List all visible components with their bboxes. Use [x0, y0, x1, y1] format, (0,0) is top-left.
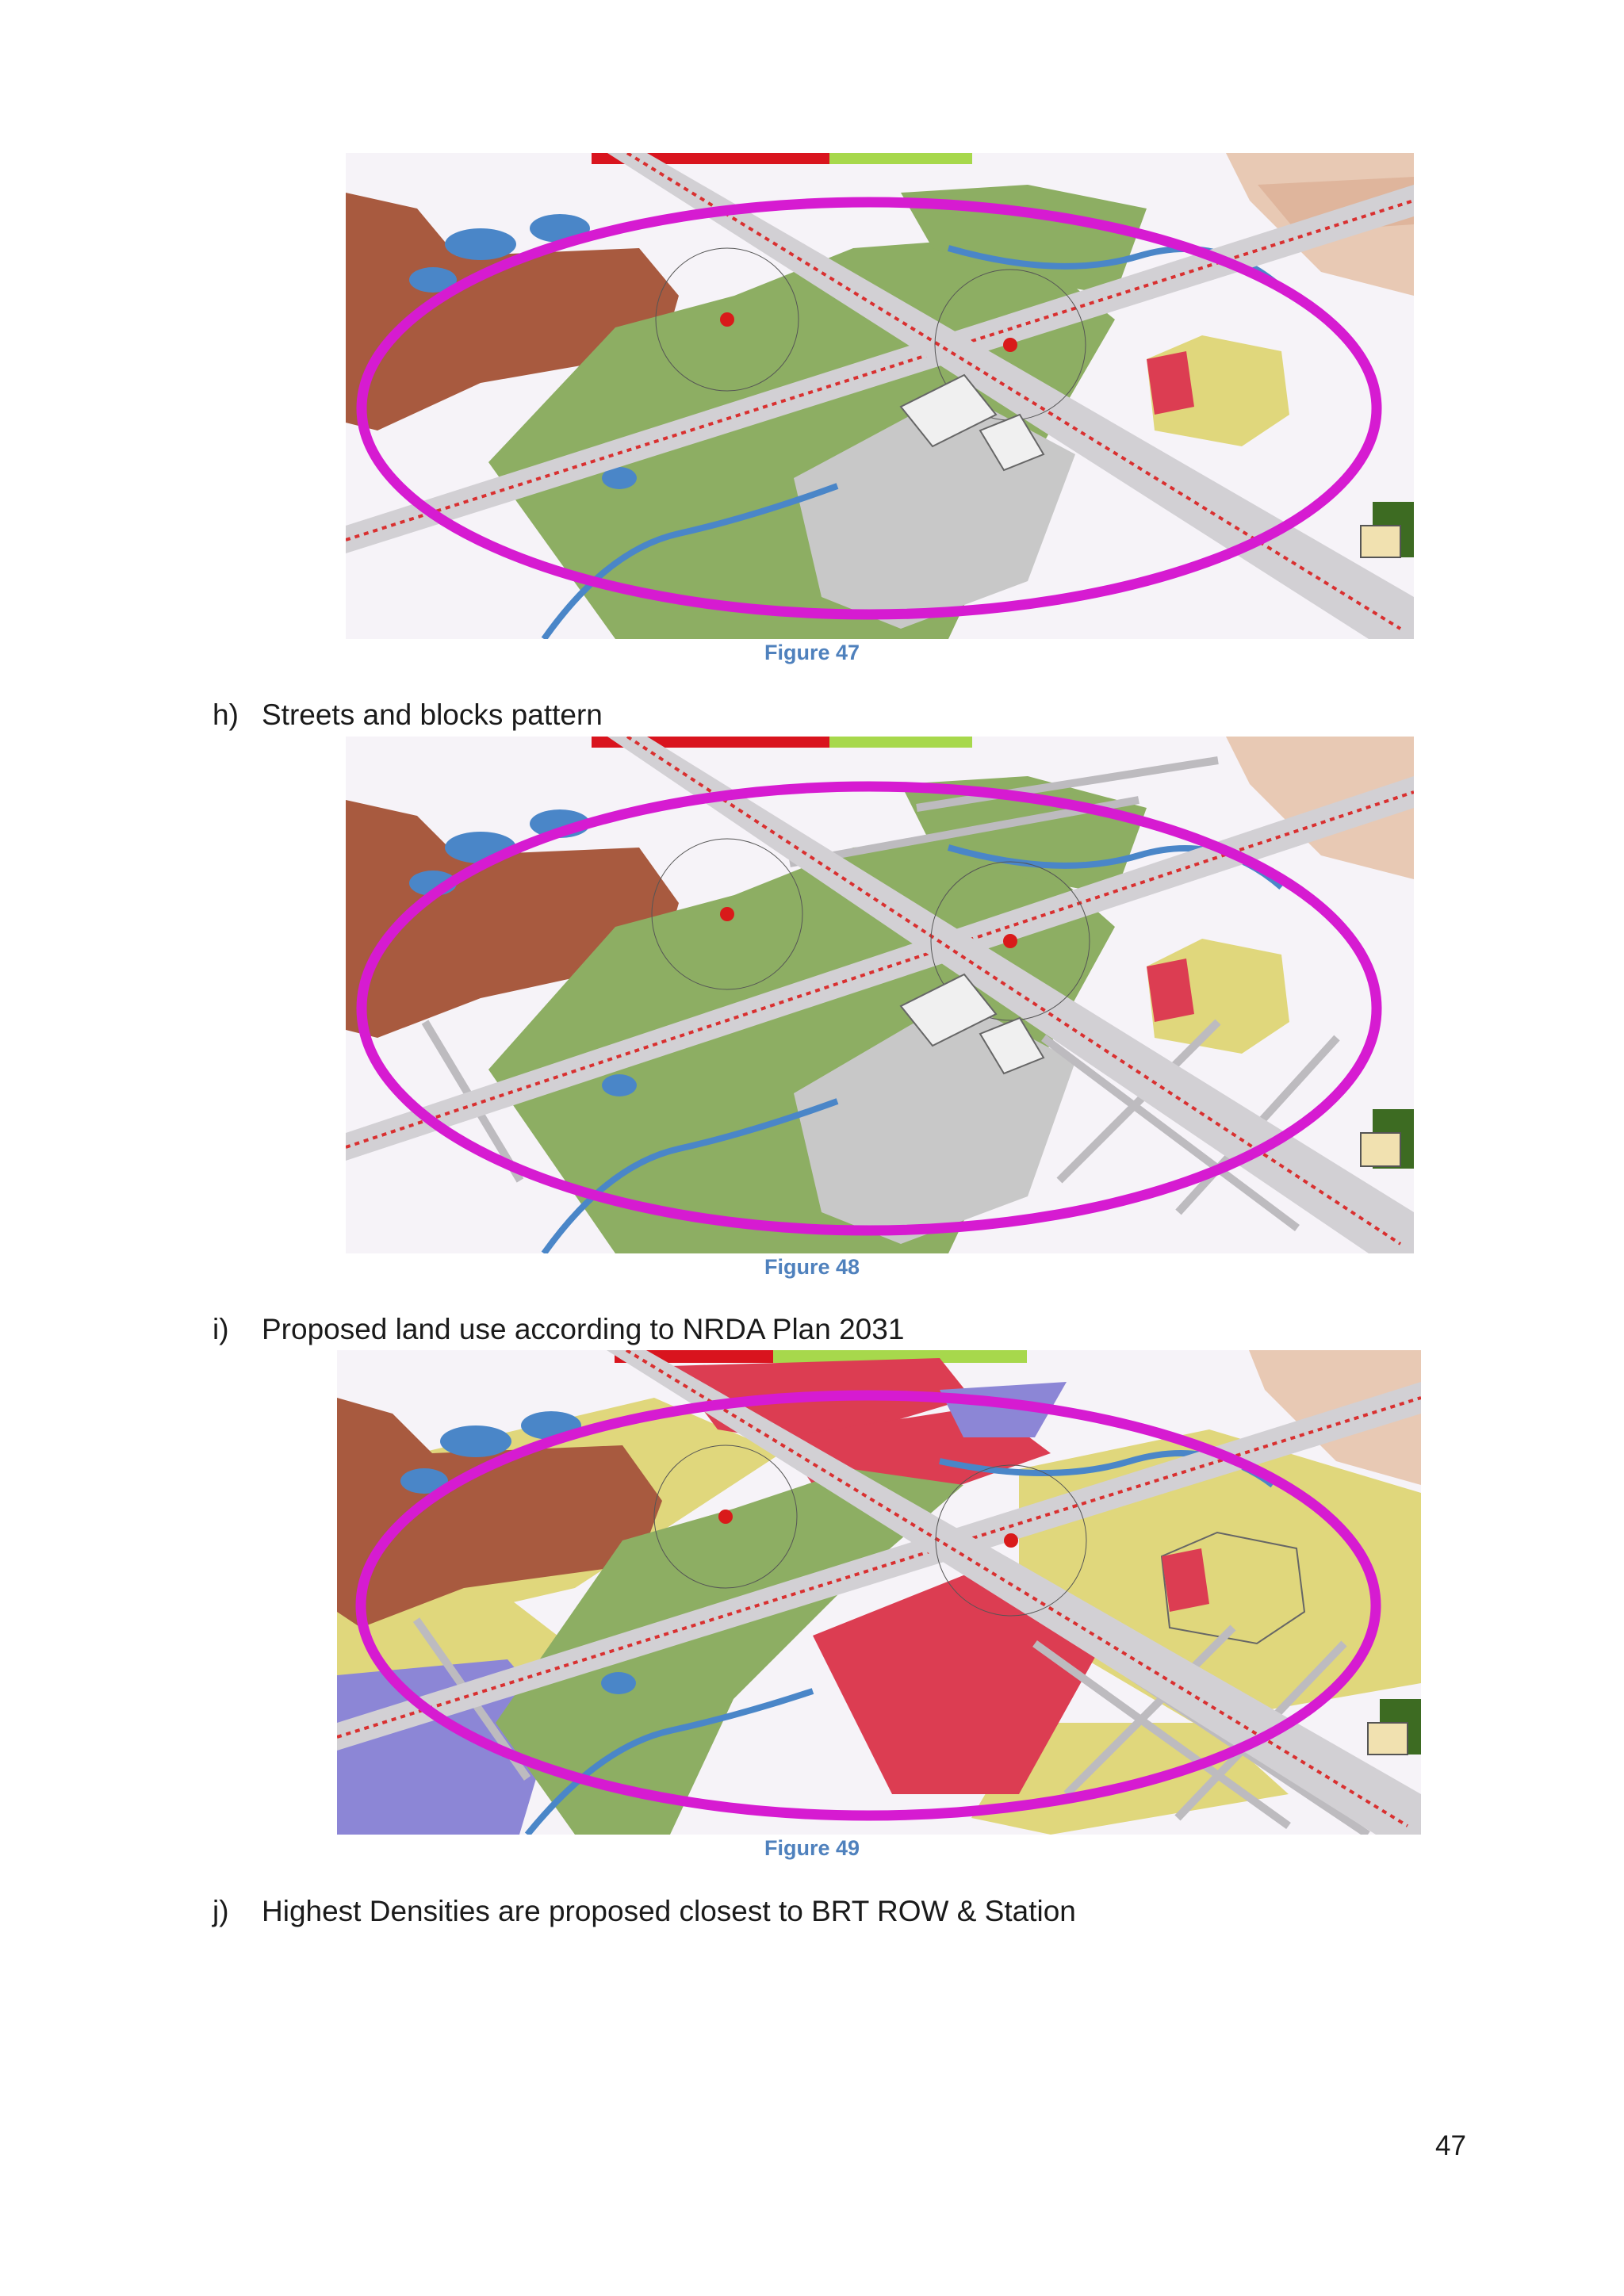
list-marker: i)	[213, 1313, 229, 1345]
figure-48-image	[346, 737, 1414, 1253]
page-number: 47	[1435, 2130, 1466, 2161]
figure-47-image	[346, 153, 1414, 639]
list-item-text: Streets and blocks pattern	[262, 698, 603, 731]
list-marker: j)	[213, 1895, 229, 1927]
list-marker: h)	[213, 698, 239, 731]
figure-48-caption: Figure 48	[764, 1255, 860, 1279]
list-item-text: Proposed land use according to NRDA Plan…	[262, 1313, 905, 1345]
figure-49-image	[337, 1350, 1421, 1835]
figure-49-caption: Figure 49	[764, 1836, 860, 1860]
list-item-text: Highest Densities are proposed closest t…	[262, 1895, 1076, 1927]
figure-47-caption: Figure 47	[764, 641, 860, 664]
